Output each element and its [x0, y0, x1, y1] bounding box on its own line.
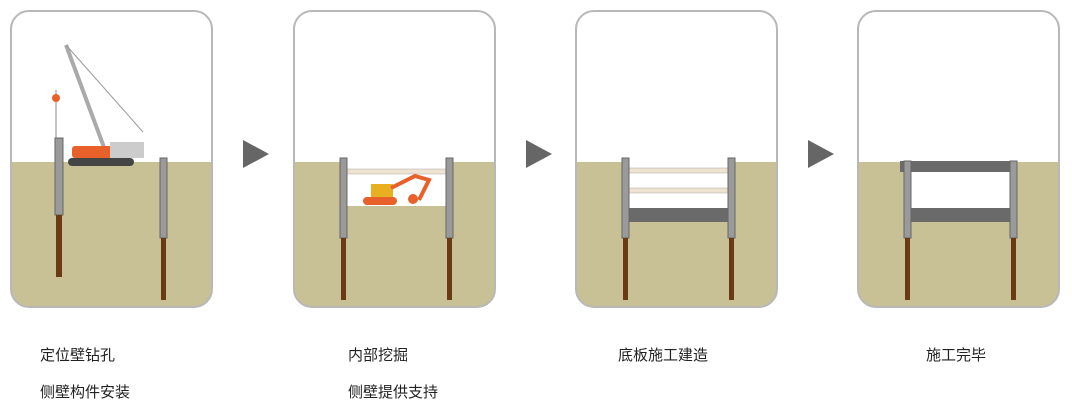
step-3-caption: 底板施工建造: [618, 337, 708, 374]
next-arrow-icon: [243, 140, 269, 168]
step-1-panel: [10, 10, 213, 308]
caption-line: 侧壁构件安装: [40, 383, 131, 401]
caption-line: 内部挖掘: [348, 346, 409, 364]
step-2-caption: 内部挖掘 侧壁提供支持: [348, 337, 438, 411]
step-2-panel: [293, 10, 496, 308]
caption-line: 施工完毕: [926, 346, 987, 364]
top-slab: [900, 161, 1014, 172]
caption-line: 底板施工建造: [618, 346, 709, 364]
step-3-panel: [575, 10, 778, 308]
next-arrow-icon: [526, 140, 552, 168]
step-1-caption: 定位壁钻孔 侧壁构件安装: [40, 337, 130, 411]
excavator-icon: [363, 173, 432, 205]
crane-icon: [52, 44, 144, 166]
step-4-caption: 施工完毕: [926, 337, 986, 374]
base-slab: [910, 208, 1010, 222]
next-arrow-icon: [808, 140, 834, 168]
caption-line: 侧壁提供支持: [348, 383, 439, 401]
caption-line: 定位壁钻孔: [40, 346, 116, 364]
base-slab: [628, 208, 728, 222]
step-4-panel: [857, 10, 1060, 308]
